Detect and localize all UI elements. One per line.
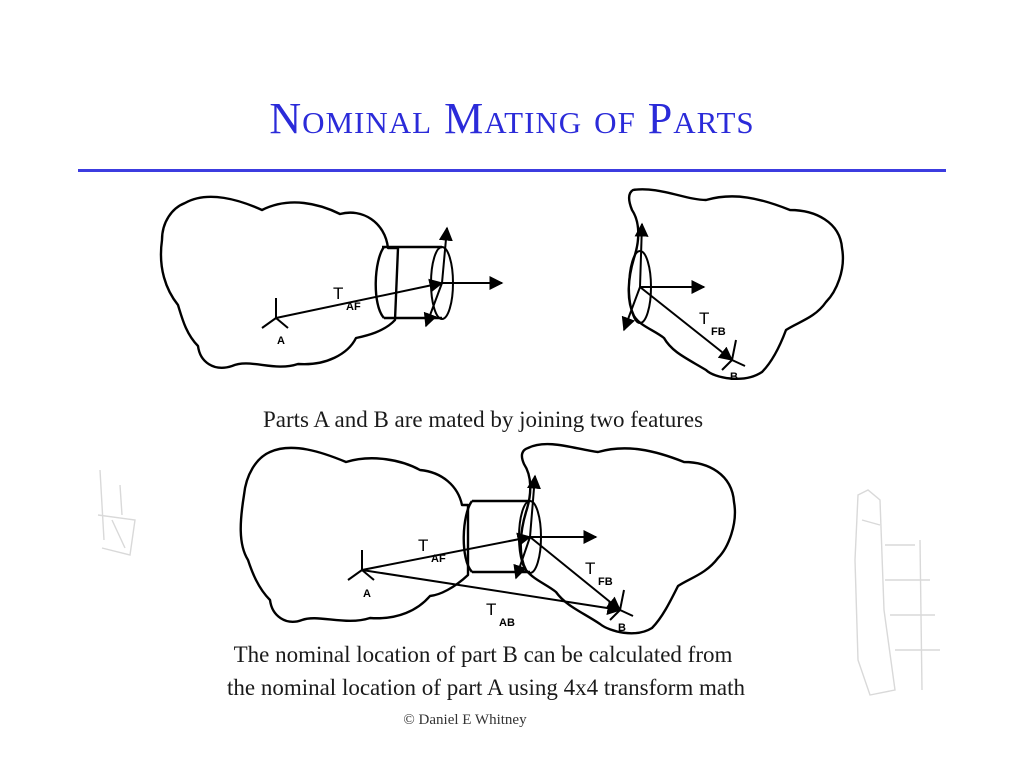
feature-face-ellipse: [628, 250, 652, 324]
title-divider: [78, 169, 946, 172]
part-b-outline: [519, 442, 737, 635]
part-b-diagram: T FB B: [621, 188, 845, 383]
copyright-notice: © Daniel E Whitney: [403, 712, 527, 728]
frame-b-label: B: [618, 622, 626, 634]
mated-parts-diagram: T AF T FB T AB A B: [239, 442, 737, 635]
feature-cylinder: [462, 499, 530, 574]
caption-bottom-line2: the nominal location of part A using 4x4…: [226, 675, 746, 700]
frame-b-axes: [721, 339, 746, 371]
t-fb-symbol: T: [585, 559, 595, 578]
t-ab-symbol: T: [486, 600, 496, 619]
frame-b-label: B: [730, 371, 738, 383]
t-fb-symbol: T: [699, 309, 709, 328]
t-af-subscript: AF: [346, 301, 361, 313]
caption-top: Parts A and B are mated by joining two f…: [262, 407, 704, 432]
t-fb-subscript: FB: [711, 326, 726, 338]
frame-a-label: A: [363, 588, 371, 600]
t-fb-subscript: FB: [598, 576, 613, 588]
t-af-subscript: AF: [431, 553, 446, 565]
t-ab-subscript: AB: [499, 617, 515, 629]
part-a-diagram: T AF A: [159, 195, 504, 369]
feature-face-ellipse: [430, 246, 454, 320]
t-af-symbol: T: [333, 284, 343, 303]
faint-decoration-left: [97, 469, 136, 556]
frame-b-axes: [609, 589, 634, 621]
frame-a-axes: [261, 298, 289, 329]
frame-a-axes: [347, 550, 375, 581]
part-b-outline: [627, 188, 845, 380]
feature-face-ellipse: [518, 500, 542, 574]
feature-cylinder: [374, 245, 442, 320]
caption-bottom-line1: The nominal location of part B can be ca…: [233, 642, 733, 667]
part-a-outline: [159, 195, 400, 369]
t-af-symbol: T: [418, 536, 428, 555]
slide-title: Nominal Mating of Parts: [269, 94, 755, 143]
part-a-outline: [239, 446, 470, 623]
frame-a-label: A: [277, 335, 285, 347]
